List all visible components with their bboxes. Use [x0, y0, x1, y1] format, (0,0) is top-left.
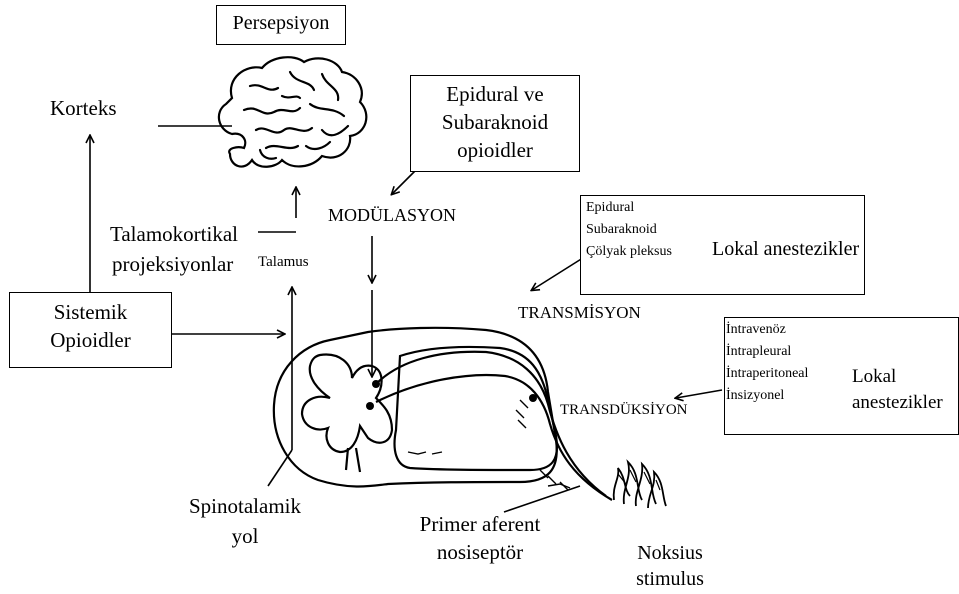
thalamus-label: Talamus	[258, 254, 309, 272]
transduction-result-line-2: anestezikler	[852, 392, 943, 414]
thalamocortical-line-1: Talamokortikal	[110, 222, 238, 247]
perception-label: Persepsiyon	[216, 12, 346, 36]
noxious-stimulus-illustration	[614, 462, 666, 508]
spinothalamic-line-2: yol	[170, 524, 320, 549]
transduction-item-intravenoz: İntravenöz	[726, 322, 786, 339]
noxious-stimulus-line-2: stimulus	[620, 568, 720, 592]
systemic-opioids-line-1: Sistemik	[9, 300, 172, 325]
transmission-label: TRANSMİSYON	[518, 303, 641, 323]
cortex-label: Korteks	[50, 96, 117, 121]
noxious-stimulus-line-1: Noksius	[620, 542, 720, 566]
primary-afferent-line-1: Primer aferent	[400, 512, 560, 537]
modulation-label: MODÜLASYON	[328, 205, 456, 226]
transduction-label: TRANSDÜKSİYON	[560, 402, 688, 420]
transmission-item-colyak: Çölyak pleksus	[586, 244, 672, 261]
primary-afferent-line-2: nosiseptör	[400, 540, 560, 565]
spinothalamic-line-1: Spinotalamik	[170, 494, 320, 519]
systemic-opioids-line-2: Opioidler	[9, 328, 172, 353]
transmission-item-subaraknoid: Subaraknoid	[586, 222, 657, 239]
epidural-opioids-line-2: Subaraknoid	[410, 110, 580, 135]
transduction-item-intrapleural: İntrapleural	[726, 344, 791, 361]
brain-illustration	[219, 57, 366, 167]
transmission-item-epidural: Epidural	[586, 200, 634, 217]
transmission-result-label: Lokal anestezikler	[712, 238, 859, 262]
transduction-item-intraperitoneal: İntraperitoneal	[726, 366, 808, 383]
transduction-item-insizyonel: İnsizyonel	[726, 388, 784, 405]
transduction-result-line-1: Lokal	[852, 366, 896, 388]
thalamocortical-line-2: projeksiyonlar	[112, 252, 233, 277]
epidural-opioids-line-3: opioidler	[410, 138, 580, 163]
epidural-opioids-line-1: Epidural ve	[410, 82, 580, 107]
